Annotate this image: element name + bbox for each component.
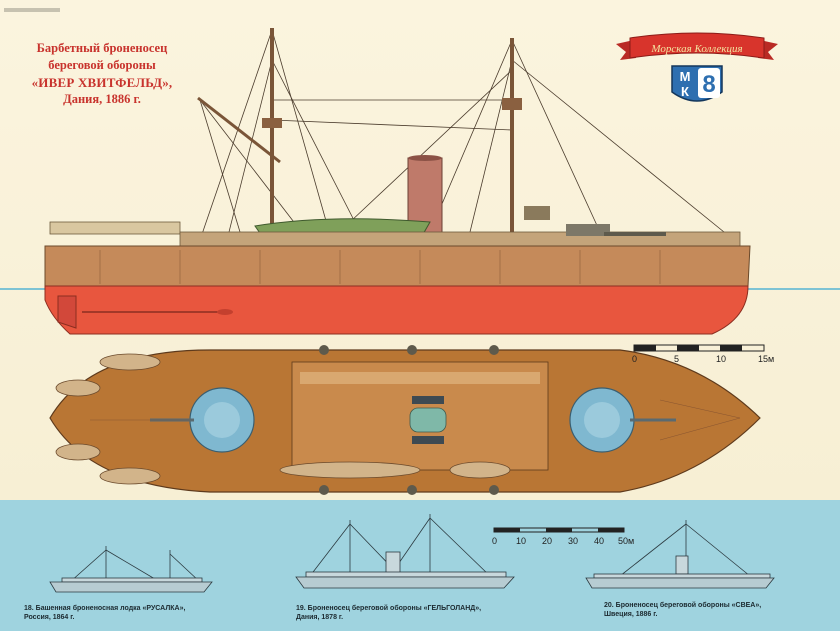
title-line-4: Дания, 1886 г. — [63, 92, 141, 106]
emblem-icon: Морская Коллекция М К 8 — [612, 30, 782, 120]
title-line-3: «ИВЕР ХВИТФЕЛЬД», — [31, 75, 173, 90]
scale-bar-large: 0 10 20 30 40 50м — [488, 524, 648, 548]
caption-18-line-2: Россия, 1864 г. — [24, 614, 75, 621]
scale-big-tick-10: 10 — [516, 536, 527, 546]
logo-letter-m: М — [680, 69, 691, 84]
scale-big-tick-50: 50м — [618, 536, 635, 546]
scale-small-tick-5: 5 — [674, 354, 680, 364]
logo-ribbon-text: Морская Коллекция — [650, 43, 742, 55]
mini-ship-rusalka — [49, 546, 213, 593]
scale-small-tick-10: 10 — [716, 354, 727, 364]
ship-illustrations — [44, 28, 761, 495]
ship-profile-illustration — [44, 28, 751, 335]
ship-plan-illustration — [49, 345, 761, 495]
mini-ship-svea — [585, 520, 775, 589]
logo-letter-k: К — [681, 84, 689, 99]
scale-big-tick-40: 40 — [594, 536, 605, 546]
scale-big-tick-20: 20 — [542, 536, 553, 546]
scale-bar-small: 0 5 10 15м — [628, 342, 778, 366]
scale-big-tick-30: 30 — [568, 536, 579, 546]
scale-big-tick-0: 0 — [492, 536, 498, 546]
plate-title: Барбетный броненосец береговой обороны «… — [22, 40, 182, 108]
scale-small-tick-0: 0 — [632, 354, 638, 364]
sea-band — [0, 500, 840, 631]
logo-issue-number: 8 — [702, 71, 715, 98]
caption-18: 18. Башенная броненосная лодка «РУСАЛКА»… — [24, 604, 254, 622]
caption-20-line-1: 20. Броненосец береговой обороны «СВЕА», — [604, 602, 762, 609]
caption-18-line-1: 18. Башенная броненосная лодка «РУСАЛКА»… — [24, 605, 186, 612]
caption-19: 19. Броненосец береговой обороны «ГЕЛЬГО… — [296, 604, 546, 622]
mini-ship-helgoland — [295, 514, 515, 589]
title-line-1: Барбетный броненосец — [36, 41, 168, 55]
caption-20-line-2: Швеция, 1886 г. — [604, 611, 658, 618]
corner-mark — [4, 8, 60, 12]
caption-19-line-2: Дания, 1878 г. — [296, 614, 344, 621]
caption-20: 20. Броненосец береговой обороны «СВЕА»,… — [604, 601, 834, 619]
scale-small-tick-15: 15м — [758, 354, 775, 364]
caption-19-line-1: 19. Броненосец береговой обороны «ГЕЛЬГО… — [296, 605, 482, 612]
title-line-2: береговой обороны — [48, 58, 156, 72]
